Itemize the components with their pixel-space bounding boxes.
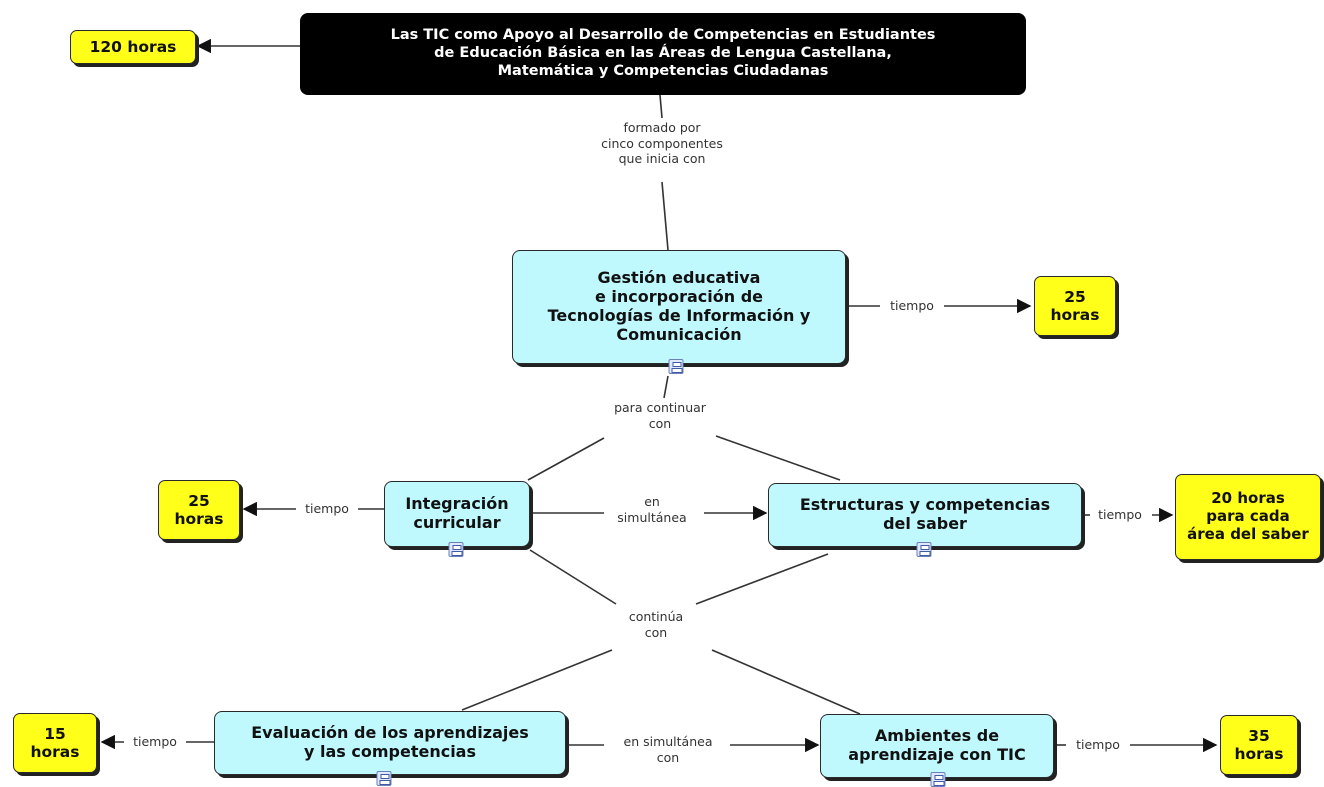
link-tiempo-integracion: tiempo <box>303 501 351 517</box>
evaluacion-resource-icon[interactable] <box>376 771 392 786</box>
link-tiempo-gestion: tiempo <box>888 298 936 314</box>
connector-root-to-formado <box>659 94 663 119</box>
integracion-resource-icon[interactable] <box>448 542 464 557</box>
gestion-line-1: Gestión educativa <box>597 268 761 288</box>
hours-total-label: 120 horas <box>89 37 177 56</box>
link-tiempo-ambientes: tiempo <box>1074 737 1122 753</box>
hours-ambientes[interactable]: 35 horas <box>1220 715 1298 775</box>
hours-evaluacion[interactable]: 15 horas <box>13 713 97 773</box>
hours-evaluacion-line-1: 15 <box>44 724 66 743</box>
hours-total[interactable]: 120 horas <box>70 30 196 64</box>
concept-ambientes-aprendizaje[interactable]: Ambientes de aprendizaje con TIC <box>820 714 1054 778</box>
concept-evaluacion-aprendizajes[interactable]: Evaluación de los aprendizajes y las com… <box>214 711 566 775</box>
root-concept-line-1: Las TIC como Apoyo al Desarrollo de Comp… <box>390 27 936 44</box>
hours-evaluacion-line-2: horas <box>30 743 80 761</box>
concept-estructuras-competencias[interactable]: Estructuras y competencias del saber <box>768 483 1082 547</box>
hours-ambientes-line-1: 35 <box>1248 726 1270 745</box>
hours-ambientes-line-2: horas <box>1234 745 1284 763</box>
link-continua-line-1: continúa <box>628 609 684 624</box>
hours-integracion[interactable]: 25 horas <box>158 480 240 540</box>
link-formado-line-2: cinco componentes <box>601 135 723 151</box>
connector-continua-to-ambientes <box>711 649 861 715</box>
connector-continuar-to-integracion <box>527 437 605 481</box>
link-en-simultanea-1: en simultánea <box>615 494 689 526</box>
root-concept-line-2: de Educación Básica en las Áreas de Leng… <box>434 45 892 62</box>
estructuras-resource-icon[interactable] <box>916 542 932 557</box>
hours-integracion-line-2: horas <box>174 510 224 528</box>
link-tiempo-estructuras: tiempo <box>1096 507 1144 523</box>
link-continuar-line-1: para continuar <box>614 400 706 415</box>
concept-integracion-curricular[interactable]: Integración curricular <box>384 481 530 547</box>
connector-continuar-to-estructuras <box>715 435 841 481</box>
ambientes-line-1: Ambientes de <box>874 726 1000 746</box>
link-continua-line-2: con <box>644 624 668 640</box>
link-simultanea2-line-2: con <box>656 749 680 765</box>
link-simultanea2-line-1: en simultánea <box>623 734 713 749</box>
hours-estructuras-line-1: 20 horas <box>1211 489 1285 508</box>
link-continuar-line-2: con <box>648 415 672 431</box>
hours-estructuras-line-2: para cada <box>1206 507 1290 526</box>
link-en-simultanea-2: en simultánea con <box>621 734 715 766</box>
evaluacion-line-2: y las competencias <box>303 742 476 761</box>
root-concept[interactable]: Las TIC como Apoyo al Desarrollo de Comp… <box>300 13 1026 95</box>
gestion-line-4: Comunicación <box>616 324 742 344</box>
link-simultanea1-line-1: en <box>644 494 660 509</box>
integracion-line-2: curricular <box>413 513 501 532</box>
hours-estructuras[interactable]: 20 horas para cada área del saber <box>1175 474 1321 560</box>
link-para-continuar: para continuar con <box>612 400 708 432</box>
link-formado-line-3: que inicia con <box>618 151 706 167</box>
gestion-line-2: e incorporación de <box>594 287 764 307</box>
connector-continua-to-evaluacion <box>461 649 613 711</box>
connector-estructuras-to-continua <box>695 553 829 605</box>
gestion-line-3: Tecnologías de Información y <box>547 306 811 325</box>
root-concept-line-3: Matemática y Competencias Ciudadanas <box>497 62 829 79</box>
ambientes-resource-icon[interactable] <box>930 772 946 787</box>
hours-integracion-line-1: 25 <box>188 491 210 510</box>
ambientes-line-2: aprendizaje con TIC <box>848 745 1026 764</box>
link-simultanea1-line-2: simultánea <box>617 509 687 525</box>
connector-formado-to-gestion <box>661 181 669 251</box>
hours-gestion[interactable]: 25 horas <box>1034 276 1116 336</box>
link-formado-por: formado por cinco componentes que inicia… <box>599 120 725 167</box>
evaluacion-line-1: Evaluación de los aprendizajes <box>251 723 529 743</box>
estructuras-line-2: del saber <box>883 514 967 533</box>
hours-gestion-line-2: horas <box>1050 306 1100 324</box>
gestion-resource-icon[interactable] <box>668 359 684 374</box>
concept-gestion-educativa[interactable]: Gestión educativa e incorporación de Tec… <box>512 250 846 364</box>
estructuras-line-1: Estructuras y competencias <box>799 495 1051 515</box>
hours-estructuras-line-3: área del saber <box>1187 524 1309 543</box>
integracion-line-1: Integración <box>405 494 509 514</box>
link-formado-line-1: formado por <box>623 120 701 135</box>
link-tiempo-evaluacion: tiempo <box>131 734 179 750</box>
connector-integracion-to-continua <box>529 549 617 605</box>
link-continua-con: continúa con <box>626 609 686 641</box>
connector-gestion-to-continuar <box>663 375 669 399</box>
hours-gestion-line-1: 25 <box>1064 287 1086 306</box>
